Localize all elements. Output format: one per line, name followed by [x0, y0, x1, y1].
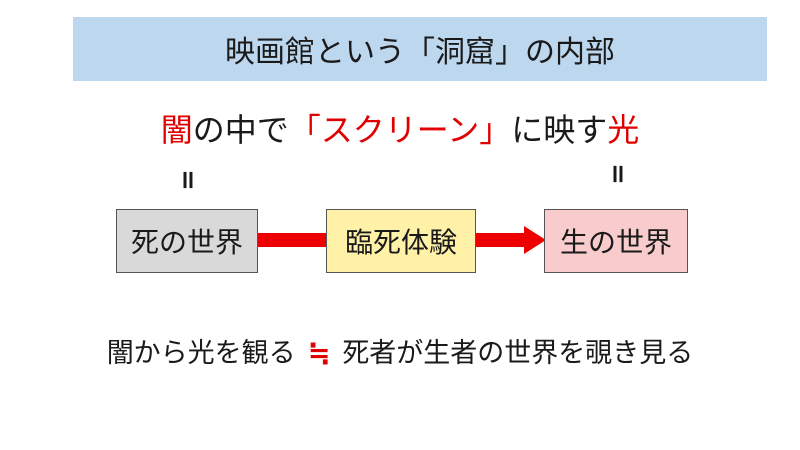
equals-left: =: [172, 169, 203, 191]
box-world-of-life: 生の世界: [544, 209, 688, 273]
equals-right: =: [602, 163, 633, 185]
headline-text-1: の中で: [192, 111, 289, 149]
headline-text-2: に映す: [511, 111, 608, 149]
box-world-of-death-label: 死の世界: [130, 226, 243, 259]
approx-equal-symbol: ≒: [307, 338, 331, 369]
page-title: 映画館という「洞窟」の内部: [225, 35, 615, 70]
arrow-line-2: [476, 233, 526, 247]
headline: 闇の中で「スクリーン」に映す光: [0, 105, 800, 151]
box-near-death-experience: 臨死体験: [326, 209, 476, 273]
arrow-line-1: [258, 233, 326, 247]
box-world-of-life-label: 生の世界: [559, 226, 672, 259]
bottom-caption-right: 死者が生者の世界を覗き見る: [342, 338, 694, 369]
headline-screen: 「スクリーン」: [288, 111, 512, 149]
headline-light: 光: [607, 111, 640, 149]
bottom-caption-left: 闇から光を観る: [106, 338, 296, 369]
box-world-of-death: 死の世界: [116, 209, 258, 273]
headline-darkness: 闇: [160, 111, 193, 149]
title-bar: 映画館という「洞窟」の内部: [73, 17, 767, 81]
arrow-head: [524, 226, 546, 254]
bottom-caption: 闇から光を観る ≒ 死者が生者の世界を覗き見る: [0, 331, 800, 370]
box-near-death-experience-label: 臨死体験: [344, 226, 457, 259]
